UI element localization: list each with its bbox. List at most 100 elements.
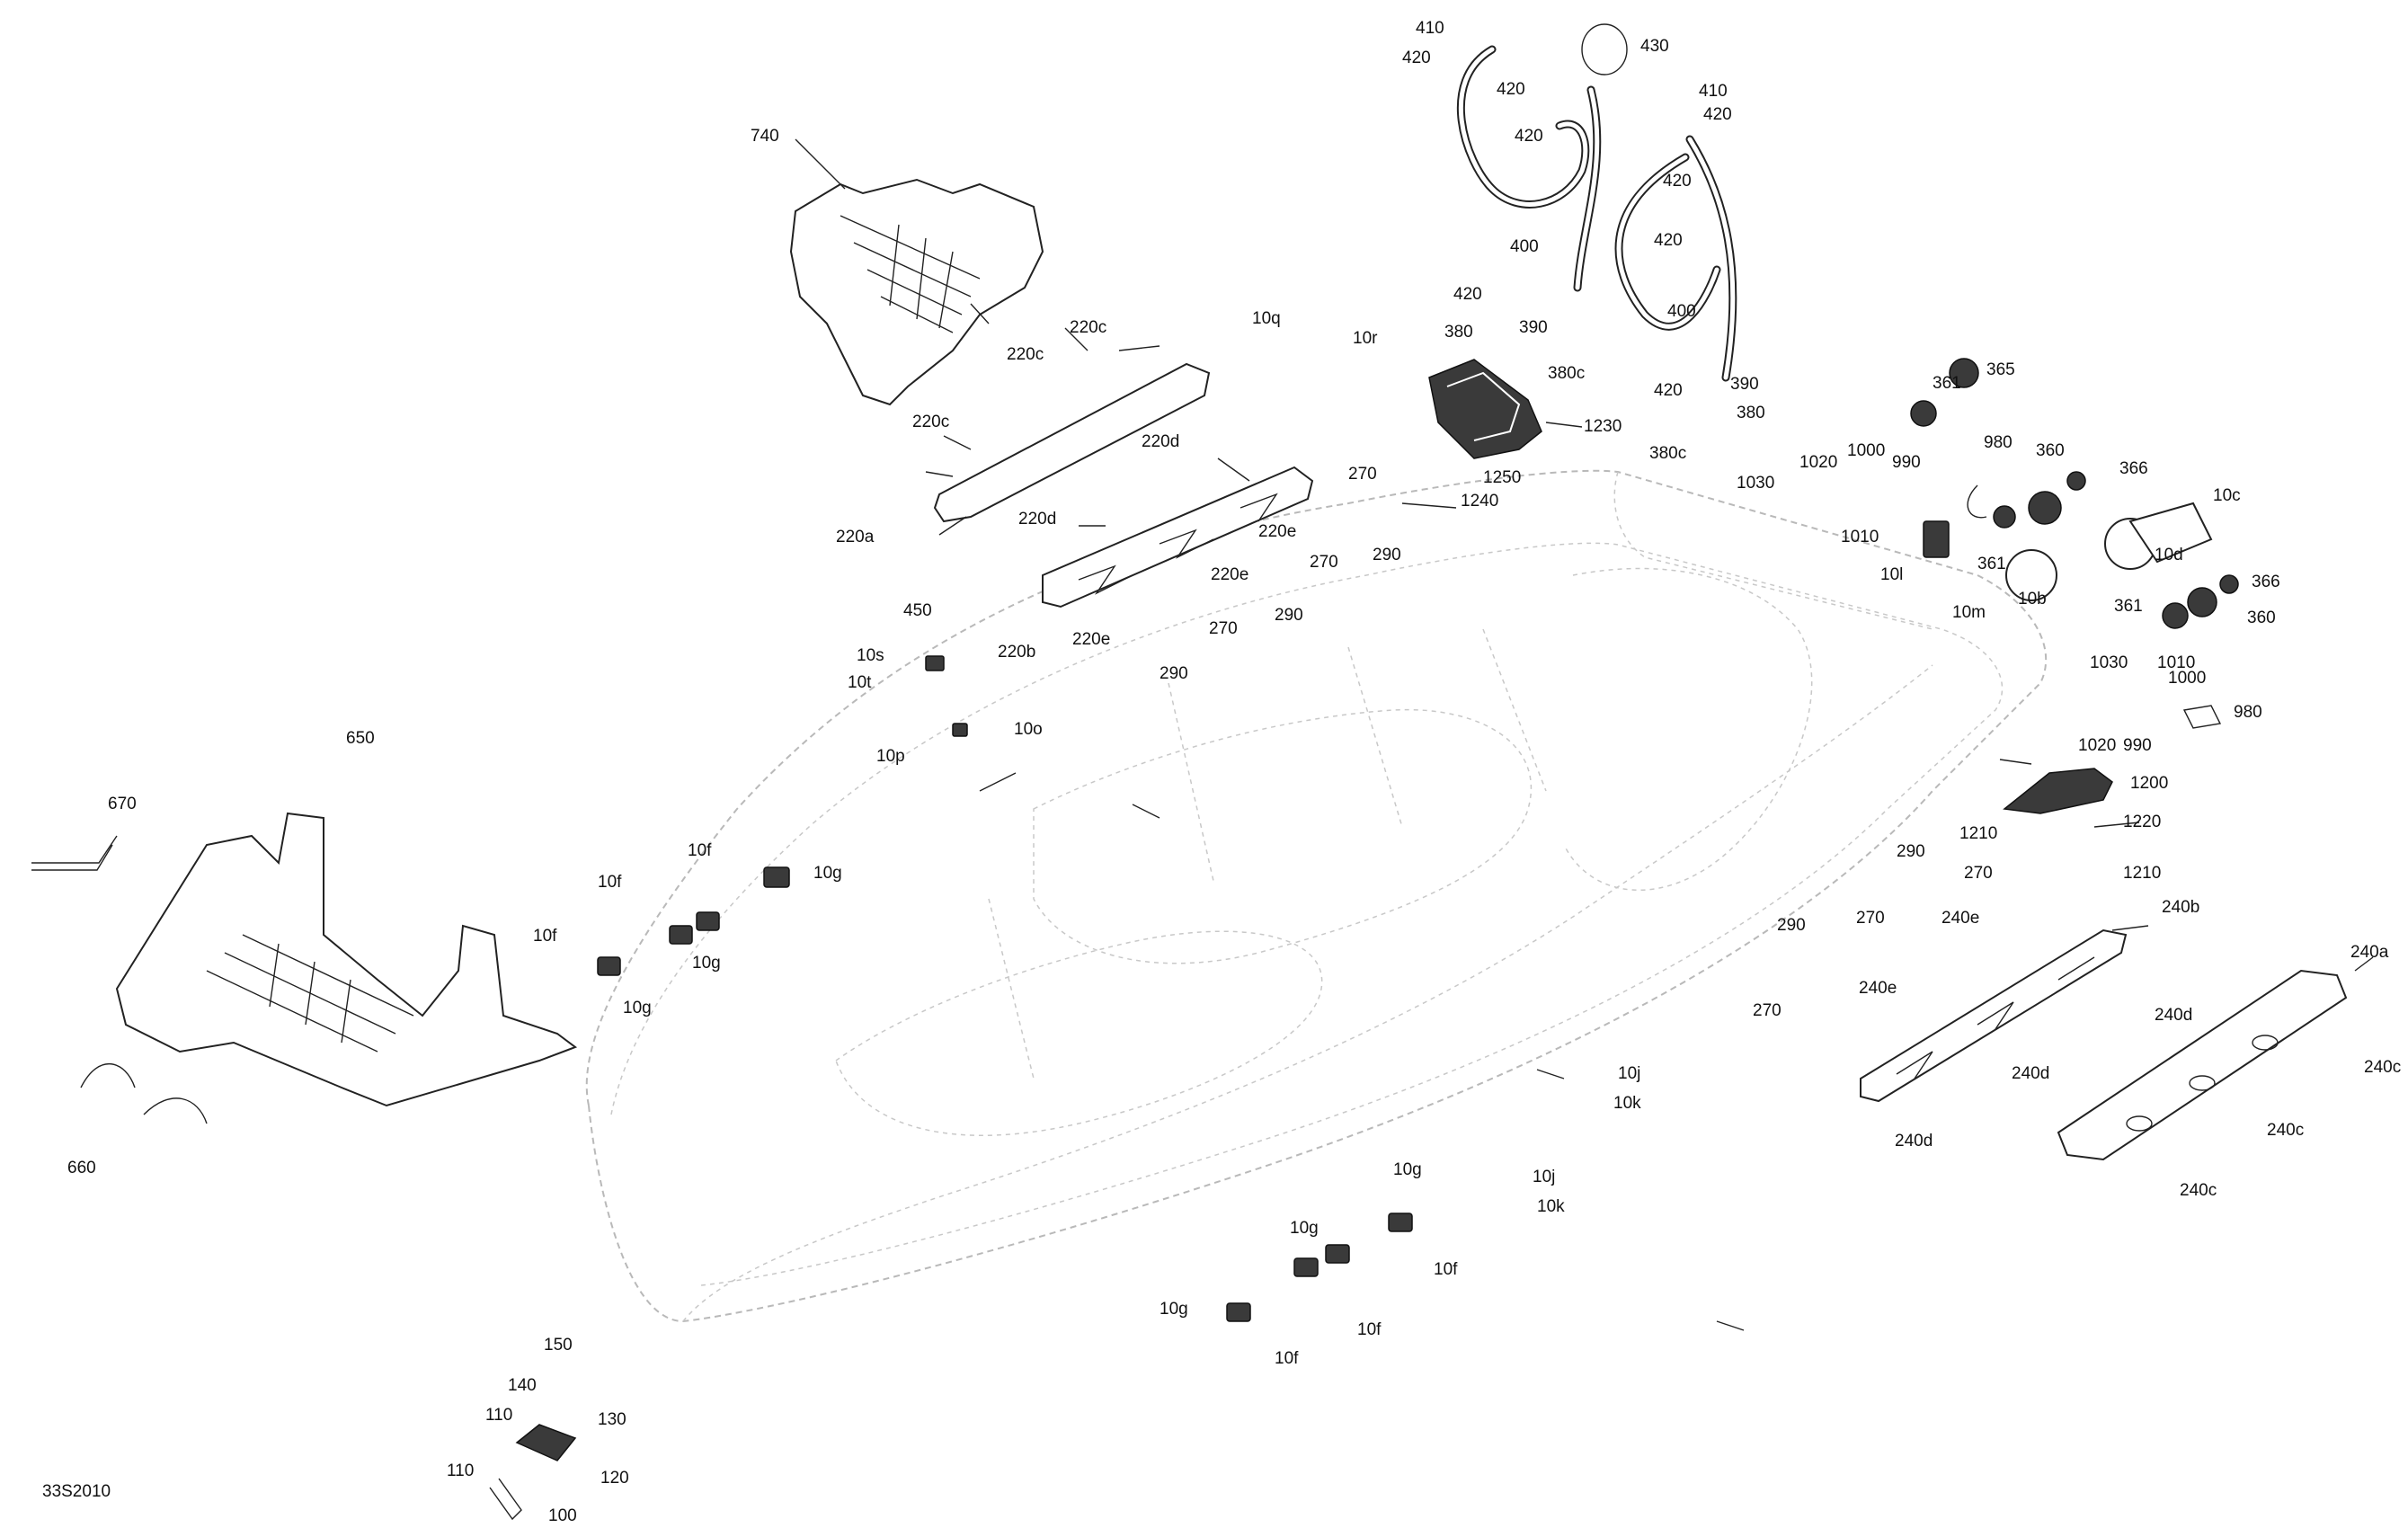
part-label-240a: 240a [2350,943,2389,962]
part-label-10d: 10d [2155,546,2183,564]
part-label-240d: 240d [1895,1132,1933,1150]
part-label-10g: 10g [1393,1160,1422,1179]
part-label-290: 290 [1275,606,1303,625]
part-label-240c: 240c [2267,1121,2305,1140]
part-label-10g: 10g [813,864,842,883]
part-label-110: 110 [447,1461,475,1480]
part-label-366: 366 [2252,573,2280,591]
part-label-220d: 220d [1142,432,1180,451]
part-label-10f: 10f [1275,1349,1299,1368]
part-label-380: 380 [1737,404,1765,422]
part-label-1220: 1220 [2123,813,2162,831]
part-label-410: 410 [1416,19,1444,38]
part-label-220b: 220b [998,643,1036,662]
part-label-10f: 10f [598,873,622,892]
part-label-10p: 10p [876,747,905,766]
part-label-10f: 10f [688,841,712,860]
part-label-980: 980 [1984,433,2013,452]
part-label-420: 420 [1402,49,1431,67]
part-label-430: 430 [1640,37,1669,56]
part-label-420: 420 [1515,127,1543,146]
part-label-420: 420 [1453,285,1482,304]
part-label-10r: 10r [1353,329,1378,348]
part-label-10c: 10c [2213,486,2241,505]
part-label-220c: 220c [912,413,950,431]
leader-lines [795,138,2374,1331]
part-label-240c: 240c [2180,1181,2217,1200]
part-label-10q: 10q [1252,309,1281,328]
part-label-240d: 240d [2012,1064,2050,1083]
part-label-290: 290 [1373,546,1401,564]
part-label-290: 290 [1897,842,1925,861]
part-label-10k: 10k [1537,1197,1565,1216]
drain-plug-120 [489,1424,577,1521]
part-label-670: 670 [108,795,137,813]
part-label-10b: 10b [2018,590,2047,609]
part-label-10g: 10g [1160,1300,1188,1319]
part-label-10g: 10g [1290,1219,1319,1238]
part-label-270: 270 [1209,619,1238,638]
hoses-400 [1456,23,1737,382]
part-label-450: 450 [903,601,932,620]
part-label-10o: 10o [1014,720,1043,739]
part-label-1250: 1250 [1483,468,1522,487]
part-label-360: 360 [2036,441,2065,460]
part-label-380: 380 [1444,323,1473,342]
part-label-1010: 1010 [2157,653,2196,672]
part-label-1000: 1000 [1847,441,1886,460]
handles-660 [80,1062,208,1124]
part-label-420: 420 [1654,381,1683,400]
part-label-220d: 220d [1018,510,1057,529]
part-label-650: 650 [346,729,375,748]
part-label-10j: 10j [1618,1064,1641,1083]
fastener-blocks [597,520,1950,1322]
part-label-120: 120 [600,1469,629,1488]
part-label-10s: 10s [857,646,884,665]
part-label-1020: 1020 [2078,736,2117,755]
part-label-10f: 10f [533,927,557,946]
part-label-240e: 240e [1942,909,1980,928]
part-label-1030: 1030 [2090,653,2128,672]
part-label-1210: 1210 [2123,864,2162,883]
part-label-240d: 240d [2155,1006,2193,1025]
part-label-10l: 10l [1880,565,1904,584]
part-label-10f: 10f [1434,1260,1458,1279]
part-label-1240: 1240 [1461,492,1499,511]
part-label-1230: 1230 [1584,417,1622,436]
part-label-220e: 220e [1258,522,1297,541]
part-label-400: 400 [1510,237,1539,256]
part-label-361: 361 [1933,374,1961,393]
part-label-740: 740 [751,127,779,146]
footrest-220a [933,362,1211,523]
part-label-366: 366 [2119,459,2148,478]
vent-cover-1200 [2003,768,2113,814]
part-label-270: 270 [1964,864,1993,883]
part-label-220c: 220c [1007,345,1044,364]
part-label-240c: 240c [2364,1058,2402,1077]
rail-220b [1042,466,1314,609]
part-label-150: 150 [544,1336,573,1355]
part-label-100: 100 [548,1506,577,1525]
part-label-270: 270 [1310,553,1338,572]
part-label-420: 420 [1654,231,1683,250]
part-label-361: 361 [1977,555,2006,573]
part-label-400: 400 [1667,302,1696,321]
part-label-10g: 10g [623,999,652,1017]
part-label-10j: 10j [1533,1168,1556,1186]
storage-bin-740 [789,178,1044,406]
part-label-10g: 10g [692,954,721,973]
part-label-1030: 1030 [1737,474,1775,493]
fittings-360-366 [1910,358,2239,729]
skid-plate-650 [115,812,578,1107]
part-label-10f: 10f [1357,1320,1382,1339]
part-label-360: 360 [2247,609,2276,627]
part-label-361: 361 [2114,597,2143,616]
diagram-code: 33S2010 [42,1482,111,1501]
part-label-220e: 220e [1211,565,1249,584]
part-label-1210: 1210 [1959,824,1998,843]
part-label-220e: 220e [1072,630,1111,649]
part-label-420: 420 [1497,80,1525,99]
part-label-380c: 380c [1649,444,1687,463]
